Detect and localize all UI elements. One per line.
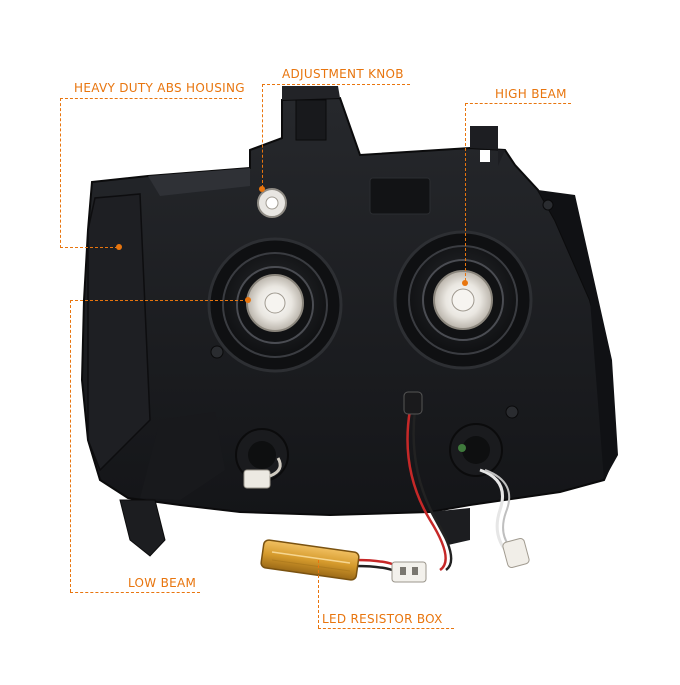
high-beam-label: HIGH BEAM [495,87,567,101]
bulb-adapter [502,537,530,569]
housing-leader-h2 [60,247,118,248]
lowbeam-leader-h2 [70,592,200,593]
resistor-leader-v [318,560,319,628]
lowbeam-leader-h [70,300,248,301]
knob-label: ADJUSTMENT KNOB [282,67,404,81]
high-beam-socket [393,230,533,370]
housing-body [80,86,618,557]
low-beam-label: LOW BEAM [128,576,197,590]
housing-leader-h [60,98,242,99]
low-beam-socket [207,237,343,373]
adjustment-knob [257,188,287,218]
low-beam-plug [243,457,282,489]
highbeam-dot [462,280,468,286]
resistor-label: LED RESISTOR BOX [322,612,443,626]
lowbeam-dot [245,297,251,303]
lowbeam-leader-v [70,300,71,592]
highbeam-leader-v [465,103,466,281]
knob-dot [259,186,265,192]
housing-dot [116,244,122,250]
knob-leader-h [262,84,410,85]
led-resistor-box [260,539,427,583]
highbeam-leader-h [465,103,571,104]
housing-label: HEAVY DUTY ABS HOUSING [74,81,245,95]
knob-leader-v [262,84,263,188]
housing-leader-v [60,98,61,248]
resistor-leader-h [318,628,454,629]
